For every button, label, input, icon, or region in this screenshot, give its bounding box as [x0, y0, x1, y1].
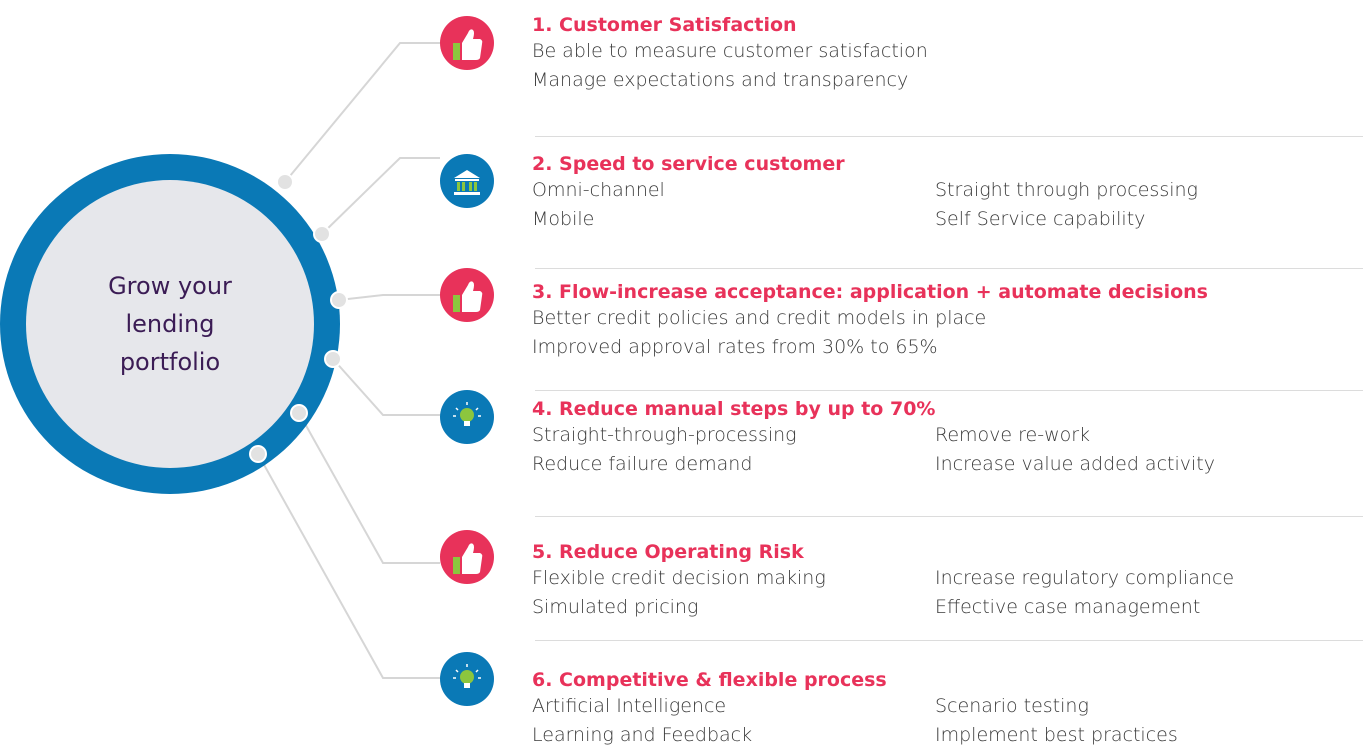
item-line: Omni-channel [532, 179, 665, 201]
item-lines: Straight-through-processing Remove re-wor… [532, 421, 1355, 479]
separator-4 [535, 516, 1363, 517]
separator-5 [535, 640, 1363, 641]
center-title: Grow your lending portfolio [108, 272, 232, 376]
item-title: 6. Competitive & flexible process [532, 669, 887, 691]
item-line: Effective case management [935, 596, 1201, 618]
item-3: 3. Flow-increase acceptance: application… [532, 280, 1232, 362]
item-line: Remove re-work [935, 424, 1091, 446]
item-line: Manage expectations and transparency [532, 69, 909, 91]
thumbs-up-icon [440, 530, 494, 584]
item-line: Artificial Intelligence [532, 695, 727, 717]
item-line: Reduce failure demand [532, 453, 753, 475]
item-line: Be able to measure customer satisfaction [532, 40, 928, 62]
connector-line-4 [332, 358, 440, 416]
item-title: 1. Customer Satisfaction [532, 14, 797, 36]
item-line: Learning and Feedback [532, 724, 753, 746]
item-lines: Better credit policies and credit models… [532, 304, 1232, 362]
item-line: Implement best practices [935, 724, 1178, 746]
lightbulb-icon [440, 652, 494, 706]
connector-line-2 [321, 157, 440, 235]
connector-line-1 [284, 42, 440, 183]
item-lines: Flexible credit decision making Increase … [532, 564, 1355, 622]
connector-line-5 [298, 412, 440, 564]
connector-line-6 [257, 453, 440, 679]
item-line: Increase value added activity [935, 453, 1215, 475]
lightbulb-icon [440, 390, 494, 444]
thumbs-up-icon [440, 16, 494, 70]
item-line: Flexible credit decision making [532, 567, 826, 589]
separator-3 [535, 390, 1363, 391]
center-hub: Grow your lending portfolio [0, 154, 340, 494]
item-line: Mobile [532, 208, 595, 230]
item-line: Straight through processing [935, 179, 1198, 201]
separator-2 [535, 268, 1363, 269]
item-lines: Be able to measure customer satisfaction… [532, 37, 1232, 95]
thumbs-up-icon [440, 268, 494, 322]
connector-line-3 [338, 294, 440, 301]
bank-icon [440, 154, 494, 208]
item-line: Scenario testing [935, 695, 1089, 717]
item-line: Better credit policies and credit models… [532, 307, 987, 329]
item-line: Straight-through-processing [532, 424, 797, 446]
item-4: 4. Reduce manual steps by up to 70%Strai… [532, 397, 1355, 479]
item-title: 2. Speed to service customer [532, 153, 845, 175]
item-line: Self Service capability [935, 208, 1146, 230]
item-title: 4. Reduce manual steps by up to 70% [532, 398, 936, 420]
item-title: 5. Reduce Operating Risk [532, 541, 804, 563]
item-line: Simulated pricing [532, 596, 699, 618]
item-title: 3. Flow-increase acceptance: application… [532, 281, 1208, 303]
item-line: Improved approval rates from 30% to 65% [532, 336, 938, 358]
item-line: Increase regulatory compliance [935, 567, 1235, 589]
separator-1 [535, 136, 1363, 137]
center-hub-inner: Grow your lending portfolio [26, 180, 314, 468]
